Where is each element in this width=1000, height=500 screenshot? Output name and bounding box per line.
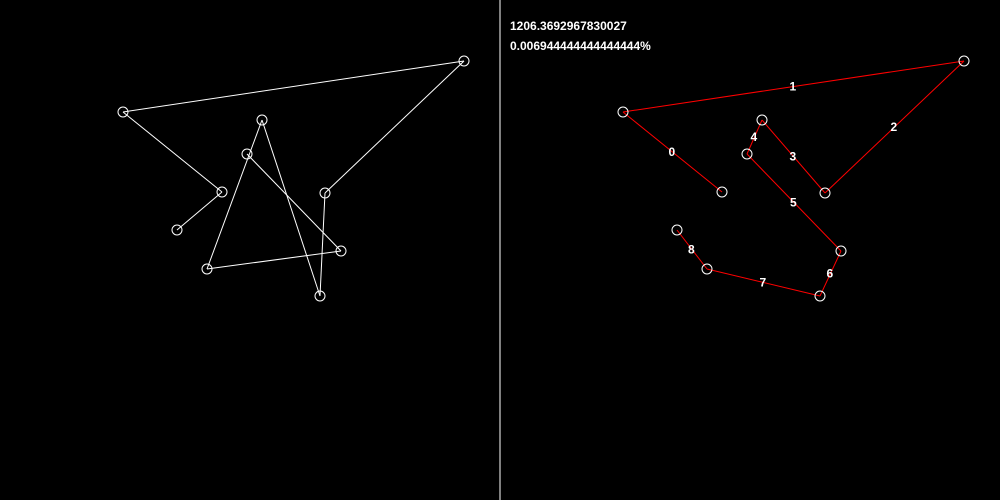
city-node xyxy=(701,263,713,275)
city-node xyxy=(617,106,629,118)
best-path-edge xyxy=(824,60,965,194)
edge-index-label: 1 xyxy=(790,80,797,94)
best-path-edge xyxy=(622,111,723,193)
best-path-edge xyxy=(746,119,763,155)
current-path-edges xyxy=(122,60,465,297)
city-node xyxy=(741,148,753,160)
best-path-edges xyxy=(622,60,965,297)
progress-percent-readout: 0.006944444444444444% xyxy=(510,39,651,53)
current-path-edge xyxy=(206,250,342,270)
current-path-edge xyxy=(122,111,223,193)
city-node xyxy=(314,290,326,302)
city-node xyxy=(256,114,268,126)
current-path-nodes xyxy=(117,55,470,302)
edge-index-label: 5 xyxy=(790,196,797,210)
city-node xyxy=(671,224,683,236)
best-path-edge xyxy=(746,153,842,252)
current-path-edge xyxy=(324,60,465,194)
city-node xyxy=(216,186,228,198)
edge-index-label: 2 xyxy=(891,120,898,134)
current-path-edge xyxy=(206,119,263,270)
city-node xyxy=(319,187,331,199)
current-path-edge xyxy=(246,153,342,252)
city-node xyxy=(756,114,768,126)
edge-index-label: 7 xyxy=(760,276,767,290)
city-node xyxy=(241,148,253,160)
best-path-edge xyxy=(676,229,708,270)
city-node xyxy=(835,245,847,257)
best-path-edge-labels: 0 1 2 3 4 5 6 7 8 xyxy=(669,80,898,290)
best-path-edge xyxy=(706,268,821,297)
city-node xyxy=(171,224,183,236)
edge-index-label: 3 xyxy=(790,150,797,164)
city-node xyxy=(117,106,129,118)
edge-index-label: 6 xyxy=(827,267,834,281)
edge-index-label: 8 xyxy=(688,243,695,257)
edge-index-label: 4 xyxy=(751,130,758,144)
best-path-edge xyxy=(819,250,842,297)
best-path-edge xyxy=(622,60,965,113)
city-node xyxy=(201,263,213,275)
best-path-nodes xyxy=(617,55,970,302)
edge-index-label: 0 xyxy=(669,145,676,159)
current-path-edge xyxy=(122,60,465,113)
city-node xyxy=(335,245,347,257)
current-path-edge xyxy=(319,192,326,297)
current-path-edge xyxy=(176,191,223,231)
best-path-panel: 1206.3692967830027 0.006944444444444444%… xyxy=(510,19,970,302)
city-node xyxy=(458,55,470,67)
city-node xyxy=(819,187,831,199)
current-path-edge xyxy=(261,119,321,297)
best-path-edge xyxy=(761,119,826,194)
current-path-panel xyxy=(117,55,470,302)
city-node xyxy=(958,55,970,67)
best-distance-readout: 1206.3692967830027 xyxy=(510,19,627,33)
city-node xyxy=(716,186,728,198)
city-node xyxy=(814,290,826,302)
